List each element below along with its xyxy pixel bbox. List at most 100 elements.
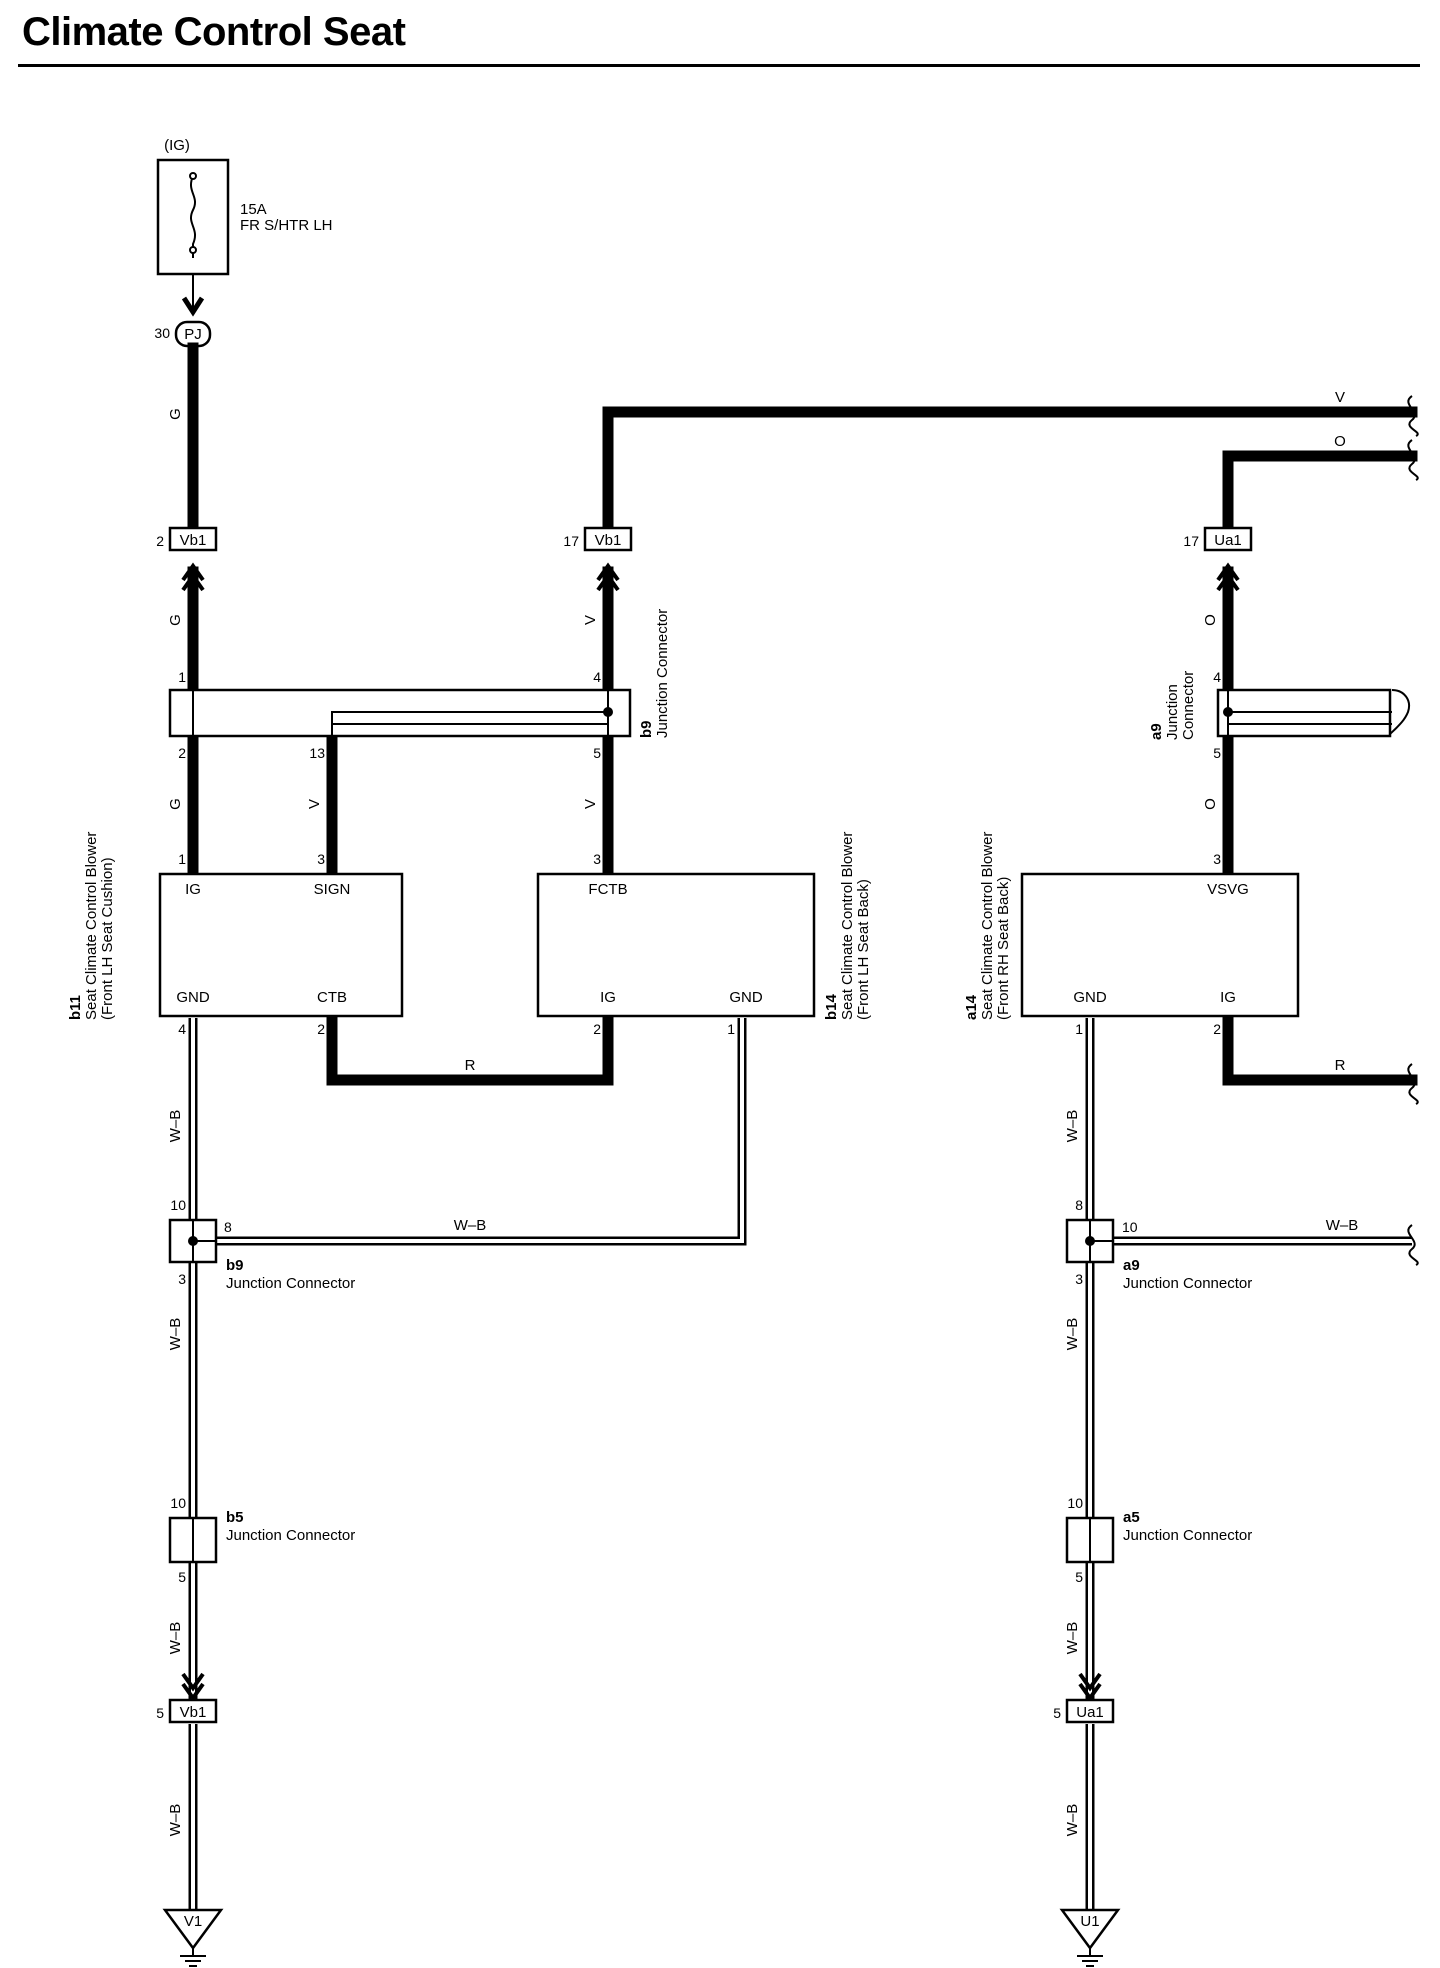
svg-text:Ua1: Ua1 xyxy=(1076,1704,1104,1721)
connector-arrow-icon xyxy=(181,562,205,582)
junction-b9-top: 1 4 2 13 5 b9 Junction Connector xyxy=(168,609,671,761)
svg-text:G: G xyxy=(167,408,184,420)
svg-text:V: V xyxy=(582,799,599,809)
svg-text:b9: b9 xyxy=(638,720,655,738)
fuse-element-icon xyxy=(190,175,196,258)
svg-text:1: 1 xyxy=(727,1021,735,1037)
svg-text:13: 13 xyxy=(309,745,325,761)
title-rule xyxy=(18,64,1420,67)
svg-text:b5: b5 xyxy=(226,1509,244,1526)
svg-text:5: 5 xyxy=(593,745,601,761)
connector-arrow-icon xyxy=(1216,562,1240,582)
svg-text:17: 17 xyxy=(563,533,579,549)
connector-arrow-icon xyxy=(596,562,620,582)
svg-text:2: 2 xyxy=(156,533,164,549)
svg-text:a9: a9 xyxy=(1123,1257,1140,1274)
svg-text:W–B: W–B xyxy=(167,1318,184,1351)
svg-text:5: 5 xyxy=(1053,1705,1061,1721)
svg-text:3: 3 xyxy=(178,1271,186,1287)
svg-text:10: 10 xyxy=(170,1197,186,1213)
connector-arrow-icon xyxy=(181,1672,205,1692)
fuse-rating: 15A xyxy=(240,201,267,218)
svg-text:G: G xyxy=(167,614,184,626)
junction-b5: 10 5 b5 Junction Connector xyxy=(168,1495,355,1585)
svg-text:5: 5 xyxy=(156,1705,164,1721)
svg-text:O: O xyxy=(1202,614,1219,626)
svg-text:V: V xyxy=(1335,389,1345,406)
component-a14: VSVG GND IG 3 1 2 a14 Seat Climate Contr… xyxy=(963,832,1300,1037)
svg-text:1: 1 xyxy=(178,669,186,685)
page-title: Climate Control Seat xyxy=(22,10,406,54)
svg-text:(Front RH Seat Back): (Front RH Seat Back) xyxy=(995,877,1012,1020)
svg-text:5: 5 xyxy=(178,1569,186,1585)
svg-text:Seat Climate Control Blower: Seat Climate Control Blower xyxy=(83,832,100,1020)
svg-text:a14: a14 xyxy=(963,994,980,1020)
svg-text:(Front LH Seat Back): (Front LH Seat Back) xyxy=(855,879,872,1020)
svg-text:3: 3 xyxy=(1075,1271,1083,1287)
fuse-supply-label: (IG) xyxy=(164,137,190,154)
svg-text:4: 4 xyxy=(1213,669,1221,685)
svg-text:R: R xyxy=(1335,1057,1346,1074)
svg-text:b9: b9 xyxy=(226,1257,244,1274)
ground-icon xyxy=(1059,1908,1121,1951)
svg-text:10: 10 xyxy=(1067,1495,1083,1511)
junction-a9-top: 4 5 a9 Junction Connector xyxy=(1148,669,1392,761)
svg-text:b14: b14 xyxy=(823,993,840,1020)
svg-text:GND: GND xyxy=(729,989,763,1006)
svg-text:V: V xyxy=(582,615,599,625)
svg-text:30: 30 xyxy=(154,325,170,341)
svg-text:4: 4 xyxy=(178,1021,186,1037)
svg-text:U1: U1 xyxy=(1080,1913,1099,1930)
svg-text:5: 5 xyxy=(1075,1569,1083,1585)
component-b14: FCTB IG GND 3 2 1 b14 Seat Climate Contr… xyxy=(536,832,872,1037)
svg-text:3: 3 xyxy=(317,851,325,867)
svg-text:2: 2 xyxy=(1213,1021,1221,1037)
svg-text:W–B: W–B xyxy=(1064,1804,1081,1837)
svg-text:Junction Connector: Junction Connector xyxy=(1123,1275,1252,1292)
svg-text:O: O xyxy=(1334,433,1346,450)
svg-text:Vb1: Vb1 xyxy=(595,532,622,549)
svg-text:W–B: W–B xyxy=(167,1622,184,1655)
connector-arrow-icon xyxy=(1078,1672,1102,1692)
svg-text:G: G xyxy=(167,798,184,810)
svg-text:4: 4 xyxy=(593,669,601,685)
svg-text:b11: b11 xyxy=(67,995,84,1020)
connector-ua1-o: 17 Ua1 xyxy=(1183,526,1253,592)
connector-arrow-icon xyxy=(181,296,205,317)
svg-text:10: 10 xyxy=(1122,1219,1138,1235)
svg-text:a9: a9 xyxy=(1148,723,1165,740)
fuse: (IG) 15A FR S/HTR LH xyxy=(156,137,333,317)
connector-vb1-gnd: 5 Vb1 xyxy=(156,1672,218,1724)
junction-b9-bottom: 10 8 3 b9 Junction Connector xyxy=(168,1197,355,1292)
thick-wires xyxy=(187,342,1418,1086)
svg-text:1: 1 xyxy=(1075,1021,1083,1037)
fuse-name: FR S/HTR LH xyxy=(240,217,333,234)
svg-text:Junction Connector: Junction Connector xyxy=(1123,1527,1252,1544)
svg-text:2: 2 xyxy=(593,1021,601,1037)
svg-text:8: 8 xyxy=(224,1219,232,1235)
component-b11: IG SIGN GND CTB 1 3 4 2 b11 Seat Climate… xyxy=(67,832,404,1037)
connector-vb1-g: 2 Vb1 xyxy=(156,526,218,592)
svg-text:5: 5 xyxy=(1213,745,1221,761)
svg-text:10: 10 xyxy=(170,1495,186,1511)
wire-continuation-marks xyxy=(1387,395,1419,1266)
svg-text:SIGN: SIGN xyxy=(314,881,351,898)
junction-a9-bottom: 8 10 3 a9 Junction Connector xyxy=(1065,1197,1252,1292)
svg-text:Vb1: Vb1 xyxy=(180,1704,207,1721)
svg-text:V: V xyxy=(306,799,323,809)
svg-text:2: 2 xyxy=(178,745,186,761)
svg-text:GND: GND xyxy=(176,989,210,1006)
svg-text:W–B: W–B xyxy=(1326,1217,1359,1234)
svg-text:8: 8 xyxy=(1075,1197,1083,1213)
svg-text:2: 2 xyxy=(317,1021,325,1037)
svg-text:Seat Climate Control Blower: Seat Climate Control Blower xyxy=(979,832,996,1020)
connector-pj: 30 PJ xyxy=(154,320,212,348)
svg-text:Junction Connector: Junction Connector xyxy=(226,1527,355,1544)
svg-text:IG: IG xyxy=(1220,989,1236,1006)
junction-a5: 10 5 a5 Junction Connector xyxy=(1065,1495,1252,1585)
svg-text:Connector: Connector xyxy=(1180,671,1197,740)
svg-text:Junction: Junction xyxy=(1164,684,1181,740)
svg-text:Seat Climate Control Blower: Seat Climate Control Blower xyxy=(839,832,856,1020)
svg-text:GND: GND xyxy=(1073,989,1107,1006)
